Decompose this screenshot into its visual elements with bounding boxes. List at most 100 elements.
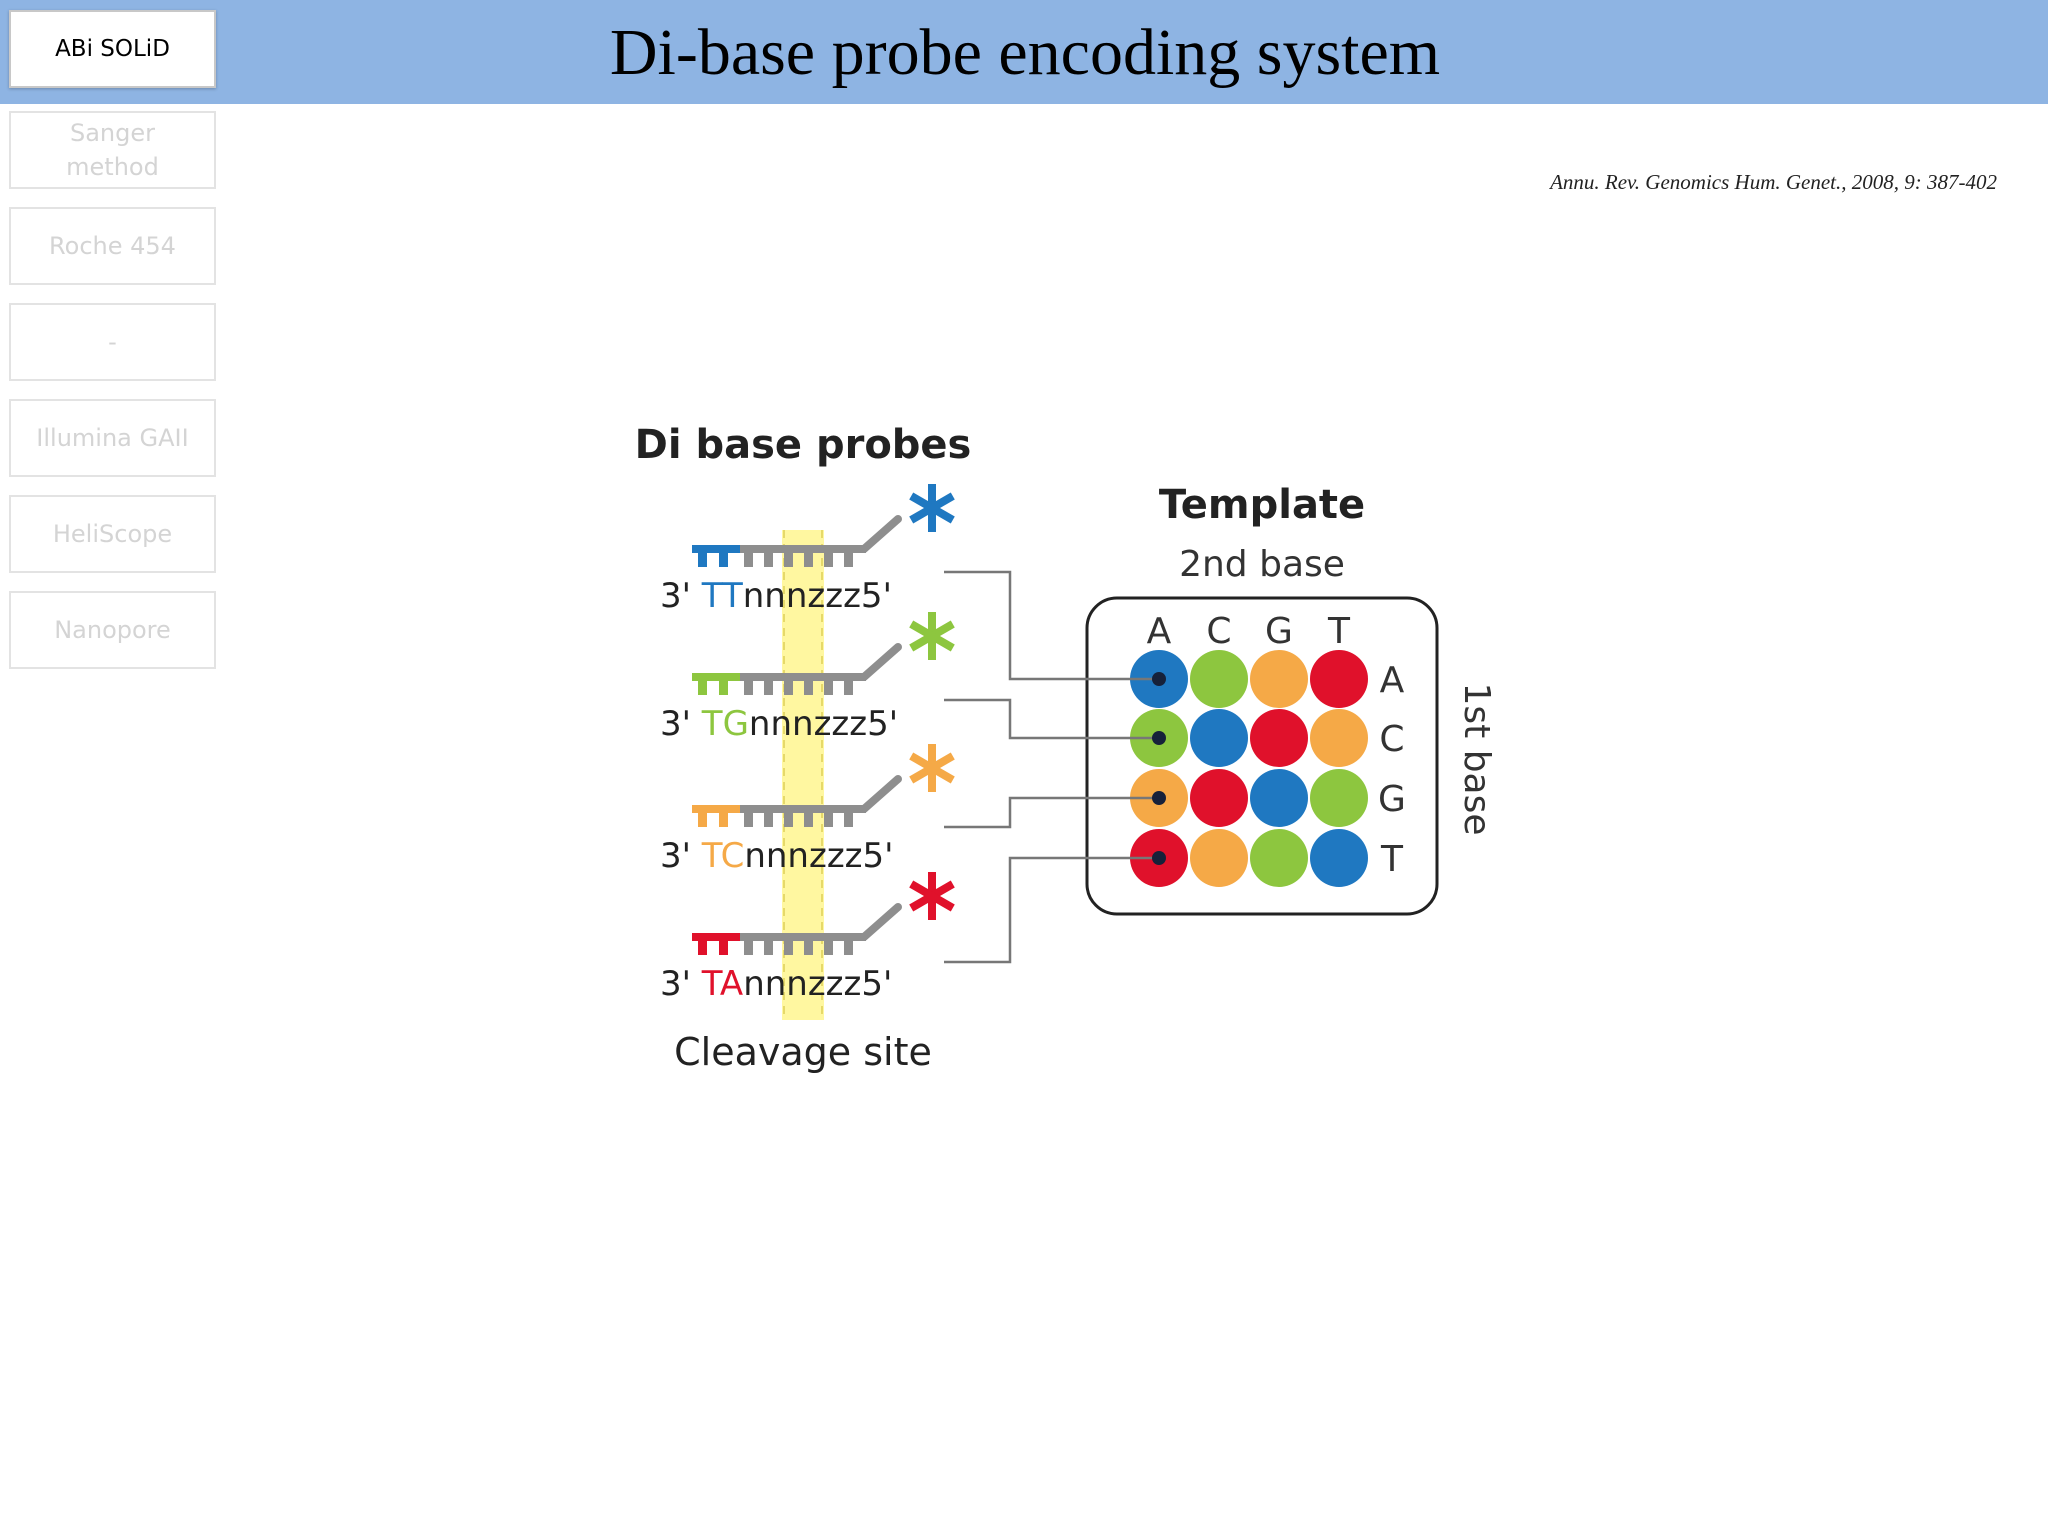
matrix-cell-gt bbox=[1310, 769, 1368, 827]
first-base-label: 1st base bbox=[1456, 682, 1497, 835]
probe-tooth bbox=[824, 941, 833, 955]
citation-text: Annu. Rev. Genomics Hum. Genet., 2008, 9… bbox=[1550, 170, 1997, 194]
probe-backbone bbox=[740, 805, 866, 813]
probe-tooth bbox=[844, 681, 853, 695]
probe-tooth bbox=[824, 553, 833, 567]
page-title: Di-base probe encoding system bbox=[609, 16, 1441, 89]
probes-group: 3' TTnnnzzz5' 3' TGnnnzzz5' 3' TCnnnzzz5' 3… bbox=[660, 484, 955, 1004]
header-bar bbox=[0, 0, 2048, 104]
nav-button-nanopore[interactable]: Nanopore bbox=[9, 591, 216, 669]
matrix-cell-tc bbox=[1190, 829, 1248, 887]
matrix-cell-tg bbox=[1250, 829, 1308, 887]
column-base-label: C bbox=[1206, 611, 1231, 652]
connector-dot bbox=[1152, 672, 1166, 686]
matrix-cell-cc bbox=[1190, 709, 1248, 767]
connector-line bbox=[944, 570, 1159, 681]
probe-dye-bar bbox=[692, 673, 740, 681]
dye-asterisk-icon bbox=[909, 484, 955, 532]
probe-tc: 3' TCnnnzzz5' bbox=[660, 744, 955, 876]
probe-tooth bbox=[744, 553, 753, 567]
probe-tooth bbox=[744, 681, 753, 695]
probe-tooth bbox=[844, 553, 853, 567]
template-title: Template bbox=[1159, 482, 1365, 528]
probe-tooth bbox=[764, 553, 773, 567]
probe-sequence-label: 3' TGnnnzzz5' bbox=[660, 704, 898, 744]
probe-tooth bbox=[764, 941, 773, 955]
probe-backbone bbox=[740, 933, 866, 941]
nav-button-abi-solid[interactable]: ABi SOLiD bbox=[9, 10, 216, 88]
probe-linker bbox=[860, 775, 902, 813]
probe-tooth bbox=[764, 681, 773, 695]
probe-tooth bbox=[804, 553, 813, 567]
probe-tooth bbox=[804, 681, 813, 695]
probe-dye-bar bbox=[692, 805, 740, 813]
probe-dye-bar bbox=[692, 933, 740, 941]
probe-tooth bbox=[744, 813, 753, 827]
probe-sequence-label: 3' TCnnnzzz5' bbox=[660, 836, 894, 876]
connector-line bbox=[944, 698, 1159, 740]
probe-sequence-label: 3' TAnnnzzz5' bbox=[660, 964, 892, 1004]
probe-tooth bbox=[784, 553, 793, 567]
probe-tg: 3' TGnnnzzz5' bbox=[660, 612, 955, 744]
row-base-label: A bbox=[1380, 660, 1405, 701]
connector-dot bbox=[1152, 851, 1166, 865]
probe-backbone bbox=[740, 545, 866, 553]
probe-dye-tooth bbox=[719, 681, 728, 695]
dye-asterisk-icon bbox=[909, 744, 955, 792]
dye-asterisk-icon bbox=[909, 612, 955, 660]
probe-sequence-label: 3' TTnnnzzz5' bbox=[660, 576, 892, 616]
column-base-label: G bbox=[1265, 611, 1293, 652]
probe-tooth bbox=[824, 813, 833, 827]
dye-asterisk-icon bbox=[909, 872, 955, 920]
probe-dye-tooth bbox=[698, 941, 707, 955]
column-base-label: T bbox=[1327, 611, 1351, 652]
probe-dye-bar bbox=[692, 545, 740, 553]
probe-tooth bbox=[784, 941, 793, 955]
probe-dye-tooth bbox=[719, 553, 728, 567]
probe-dye-tooth bbox=[698, 813, 707, 827]
probe-tooth bbox=[804, 813, 813, 827]
probe-tooth bbox=[744, 941, 753, 955]
probe-tooth bbox=[784, 681, 793, 695]
probe-tooth bbox=[844, 813, 853, 827]
probe-tooth bbox=[844, 941, 853, 955]
probe-dye-tooth bbox=[698, 681, 707, 695]
row-base-label: T bbox=[1380, 839, 1404, 880]
matrix-cell-gc bbox=[1190, 769, 1248, 827]
nav-button-illumina-gaii[interactable]: Illumina GAII bbox=[9, 399, 216, 477]
probe-dye-tooth bbox=[698, 553, 707, 567]
probe-tt: 3' TTnnnzzz5' bbox=[660, 484, 955, 616]
connector-dot bbox=[1152, 791, 1166, 805]
probe-dye-tooth bbox=[719, 813, 728, 827]
probe-backbone bbox=[740, 673, 866, 681]
probe-tooth bbox=[784, 813, 793, 827]
column-base-label: A bbox=[1147, 611, 1172, 652]
probe-linker bbox=[860, 903, 902, 941]
nav-button-roche-454[interactable]: Roche 454 bbox=[9, 207, 216, 285]
probe-linker bbox=[860, 643, 902, 681]
nav-button-heliscope[interactable]: HeliScope bbox=[9, 495, 216, 573]
probe-linker bbox=[860, 515, 902, 553]
connector-dot bbox=[1152, 731, 1166, 745]
connector-lines bbox=[944, 570, 1166, 964]
probe-ta: 3' TAnnnzzz5' bbox=[660, 872, 955, 1004]
matrix-cell-ct bbox=[1310, 709, 1368, 767]
probes-title: Di base probes bbox=[635, 422, 972, 468]
nav-button-placeholder[interactable]: - bbox=[9, 303, 216, 381]
connector-line bbox=[944, 796, 1159, 829]
probe-tooth bbox=[764, 813, 773, 827]
cleavage-site-label: Cleavage site bbox=[674, 1030, 932, 1074]
connector-line bbox=[944, 856, 1159, 964]
nav-button-sanger-method[interactable]: Sanger method bbox=[9, 111, 216, 189]
probe-dye-tooth bbox=[719, 941, 728, 955]
matrix-cell-gg bbox=[1250, 769, 1308, 827]
row-base-label: G bbox=[1378, 779, 1406, 820]
matrix-cell-cg bbox=[1250, 709, 1308, 767]
matrix-cell-ac bbox=[1190, 650, 1248, 708]
matrix-cell-at bbox=[1310, 650, 1368, 708]
matrix-cell-ag bbox=[1250, 650, 1308, 708]
second-base-label: 2nd base bbox=[1179, 544, 1345, 585]
probe-tooth bbox=[804, 941, 813, 955]
probe-tooth bbox=[824, 681, 833, 695]
